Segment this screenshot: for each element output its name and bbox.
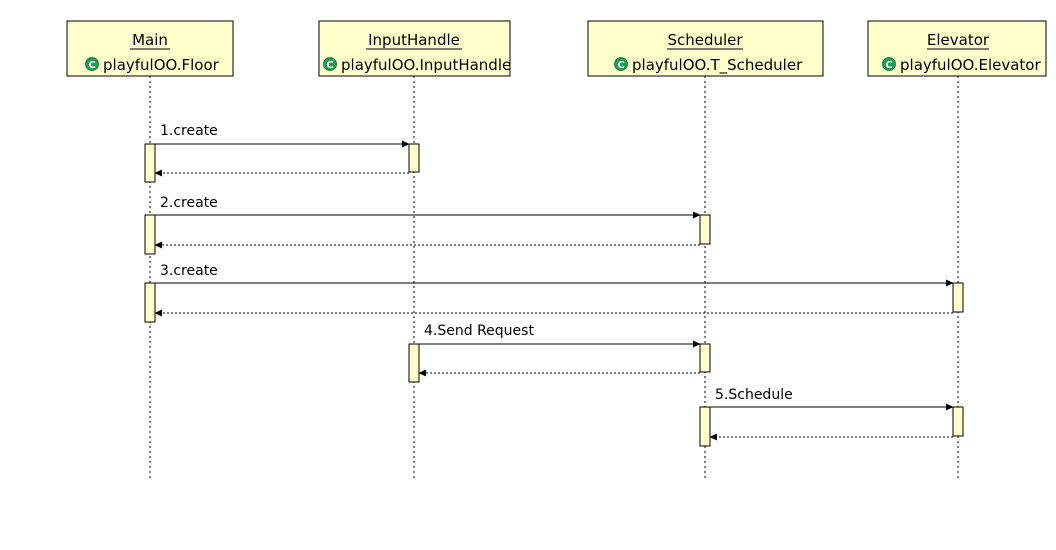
message-4-send-request[interactable]: 4.Send Request bbox=[408, 323, 711, 383]
message-4-label: 4.Send Request bbox=[424, 323, 534, 339]
lifeline-elevator-type: playfulOO.Elevator bbox=[900, 56, 1041, 74]
activation-elevator-3 bbox=[952, 282, 964, 313]
lifeline-scheduler[interactable]: Scheduler C playfulOO.T_Scheduler bbox=[587, 20, 824, 478]
message-2-label: 2.create bbox=[160, 195, 218, 211]
activation-scheduler-5 bbox=[699, 406, 711, 447]
activation-main-1 bbox=[144, 143, 156, 183]
message-5-label: 5.Schedule bbox=[715, 387, 793, 403]
message-2-create[interactable]: 2.create bbox=[144, 195, 711, 255]
activation-inputhandle-4 bbox=[408, 343, 420, 383]
lifeline-elevator[interactable]: Elevator C playfulOO.Elevator bbox=[867, 20, 1047, 478]
class-icon: C bbox=[323, 57, 337, 71]
lifeline-elevator-name: Elevator bbox=[927, 31, 990, 49]
lifeline-inputhandle[interactable]: InputHandle C playfulOO.InputHandle bbox=[318, 20, 511, 478]
lifeline-inputhandle-type: playfulOO.InputHandle bbox=[341, 56, 511, 74]
class-icon: C bbox=[614, 57, 628, 71]
lifeline-main[interactable]: Main C playfulOO.Floor bbox=[66, 20, 234, 478]
message-3-label: 3.create bbox=[160, 263, 218, 279]
lifeline-main-name: Main bbox=[132, 31, 168, 49]
lifeline-scheduler-name: Scheduler bbox=[667, 31, 743, 49]
message-3-create[interactable]: 3.create bbox=[144, 263, 964, 323]
svg-text:C: C bbox=[885, 60, 892, 71]
message-1-label: 1.create bbox=[160, 123, 218, 139]
activation-main-2 bbox=[144, 214, 156, 255]
message-5-schedule[interactable]: 5.Schedule bbox=[699, 387, 964, 447]
svg-text:C: C bbox=[88, 60, 95, 71]
activation-scheduler-2 bbox=[699, 214, 711, 245]
svg-text:C: C bbox=[326, 60, 333, 71]
activation-scheduler-4 bbox=[699, 343, 711, 373]
class-icon: C bbox=[85, 57, 99, 71]
lifeline-main-type: playfulOO.Floor bbox=[103, 56, 220, 74]
message-1-create[interactable]: 1.create bbox=[144, 123, 420, 183]
class-icon: C bbox=[882, 57, 896, 71]
lifeline-scheduler-type: playfulOO.T_Scheduler bbox=[632, 56, 803, 75]
lifeline-inputhandle-name: InputHandle bbox=[368, 31, 460, 49]
svg-text:C: C bbox=[617, 60, 624, 71]
activation-inputhandle-1 bbox=[408, 143, 420, 173]
activation-elevator-5 bbox=[952, 406, 964, 437]
activation-main-3 bbox=[144, 282, 156, 323]
